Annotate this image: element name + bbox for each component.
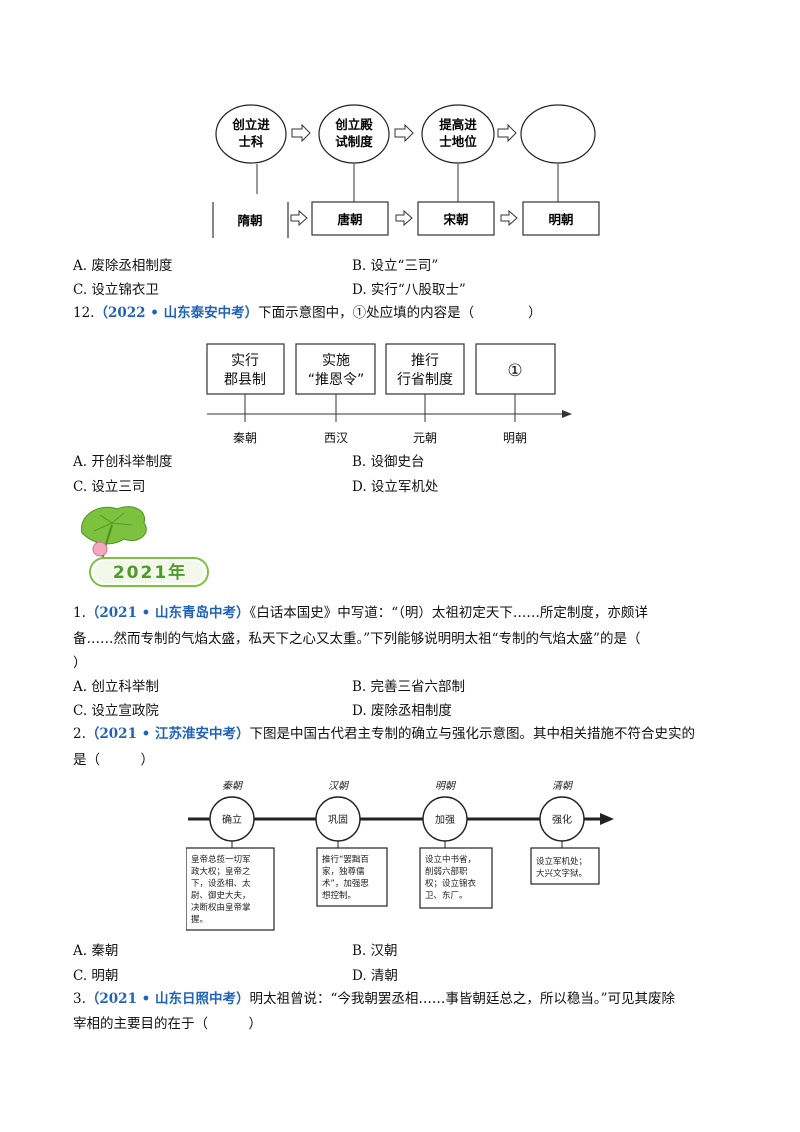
q2-option-c[interactable]: C. 明朝 [73,968,119,984]
svg-text:权；设立锦衣: 权；设立锦衣 [425,878,477,889]
q2-stage-4: 强化 [552,813,572,826]
q2-dynasty-qin: 秦朝 [222,780,244,792]
prev-option-d[interactable]: D. 实行“八股取士” [352,282,466,298]
ellipse-3-line2: 士地位 [439,134,477,149]
q1-line3: ） [73,655,87,671]
q3-line2: 宰相的主要目的在于（ ） [73,1016,262,1032]
q3-source: （2021 • 山东日照中考） [85,991,250,1007]
ellipse-2-line1: 创立殿 [334,117,373,132]
q1-option-b[interactable]: B. 完善三省六部制 [352,679,466,695]
svg-text:大兴文字狱。: 大兴文字狱。 [536,868,587,879]
q1-line2: 备……然而专制的气焰太盛，私天下之心又太重。”下列能够说明明太祖“专制的气焰太盛… [73,631,641,647]
q12-box1-line1: 实行 [231,353,259,369]
q2-number: 2. [73,726,86,742]
svg-text:推行“罢黜百: 推行“罢黜百 [322,854,369,865]
q2-option-b[interactable]: B. 汉朝 [352,943,398,959]
ellipse-3-line1: 提高进 [439,117,477,132]
q2-text-1: 下图是中国古代君主专制的确立与强化示意图。其中相关措施不符合史实的 [249,726,696,742]
q12-box4-marker: ① [507,361,522,381]
svg-text:削弱六部职: 削弱六部职 [425,866,468,877]
q1-line1: 1.（2021 • 山东青岛中考）《白话本国史》中写道：“（明）太祖初定天下……… [73,603,648,623]
svg-text:决断权由皇帝掌: 决断权由皇帝掌 [191,902,251,913]
q2-dynasty-ming: 明朝 [435,780,457,792]
q12-box2-line2: “推恩令” [308,372,365,388]
q12-box2-line1: 实施 [322,353,350,369]
lotus-leaf-icon [81,506,147,545]
q3-text-1: 明太祖曾说：“今我朝罢丞相……事皆朝廷总之，所以稳当。”可见其废除 [249,991,676,1007]
q1-option-c[interactable]: C. 设立宣政院 [73,703,159,719]
q2-line2: 是（ ） [73,752,154,768]
q2-option-a[interactable]: A. 秦朝 [73,943,119,959]
prev-option-a[interactable]: A. 废除丞相制度 [73,258,173,274]
q2-dynasty-qing: 清朝 [552,780,574,792]
q12-stem: 12.（2022 • 山东泰安中考）下面示意图中，①处应填的内容是（ ） [73,303,542,323]
keju-flow-diagram: 创立进 士科 创立殿 试制度 提高进 士地位 隋朝 唐朝 宋朝 明朝 [212,104,600,238]
q12-dynasty-ming: 明朝 [503,431,527,445]
svg-text:皇帝总揽一切军: 皇帝总揽一切军 [191,854,251,865]
prev-option-c[interactable]: C. 设立锦衣卫 [73,282,159,298]
year-banner: 2021年 [81,506,209,587]
q12-option-a[interactable]: A. 开创科举制度 [73,454,173,470]
svg-text:设立军机处；: 设立军机处； [536,856,587,867]
q2-line1: 2.（2021 • 江苏淮安中考）下图是中国古代君主专制的确立与强化示意图。其中… [73,724,695,744]
q2-stage-1: 确立 [222,813,242,826]
q12-option-b[interactable]: B. 设御史台 [352,454,425,470]
svg-text:想控制。: 想控制。 [322,890,356,901]
svg-text:尉、御史大夫，: 尉、御史大夫， [191,890,251,901]
box-ming: 明朝 [548,212,573,227]
q12-box1-line2: 郡县制 [224,372,266,388]
q3-line1: 3.（2021 • 山东日照中考）明太祖曾说：“今我朝罢丞相……事皆朝廷总之，所… [73,989,675,1009]
q1-option-d[interactable]: D. 废除丞相制度 [352,703,452,719]
ellipse-2-line2: 试制度 [335,134,373,149]
box-tang: 唐朝 [337,212,362,227]
q1-text-1: 《白话本国史》中写道：“（明）太祖初定天下……所定制度，亦颇详 [249,605,648,621]
box-song: 宋朝 [442,212,468,227]
q2-stage-3: 加强 [435,814,455,826]
q12-timeline-diagram: 实行 郡县制 实施 “推恩令” 推行 行省制度 ① 秦朝 西汉 元朝 明朝 [206,343,572,445]
ellipse-4 [520,104,596,164]
q2-stage-2: 巩固 [328,814,348,826]
prev-option-b[interactable]: B. 设立“三司” [352,258,439,274]
q12-option-c[interactable]: C. 设立三司 [73,479,146,495]
svg-text:政大权；皇帝之: 政大权；皇帝之 [191,866,251,877]
q2-option-d[interactable]: D. 清朝 [352,968,398,984]
ellipse-3 [421,104,495,164]
svg-text:设立中书省，: 设立中书省， [425,854,476,865]
q12-box3-line1: 推行 [411,353,439,369]
svg-text:卫、东厂。: 卫、东厂。 [425,890,468,901]
q3-number: 3. [73,991,86,1007]
q12-option-d[interactable]: D. 设立军机处 [352,479,439,495]
box-sui: 隋朝 [237,213,262,228]
q12-dynasty-qin: 秦朝 [233,431,257,445]
svg-text:下，设丞相、太: 下，设丞相、太 [191,878,251,889]
ellipse-2 [318,104,390,164]
ellipse-1 [215,104,287,164]
svg-text:握。: 握。 [191,914,208,925]
q12-box3-line2: 行省制度 [397,372,453,388]
ellipse-1-line1: 创立进 [231,117,270,132]
q12-source: （2022 • 山东泰安中考） [94,305,259,321]
q1-number: 1. [73,605,86,621]
q12-dynasty-yuan: 元朝 [413,431,437,445]
svg-text:家，独尊儒: 家，独尊儒 [322,866,365,877]
q1-option-a[interactable]: A. 创立科举制 [73,679,159,695]
q12-dynasty-xihan: 西汉 [324,431,348,445]
q1-source: （2021 • 山东青岛中考） [85,605,250,621]
q2-dynasty-han: 汉朝 [328,780,350,792]
svg-text:术”，加强思: 术”，加强思 [322,878,369,889]
q2-autocracy-diagram: 秦朝 汉朝 明朝 清朝 确立 巩固 加强 强化 皇帝总揽一切军 政大权；皇帝之 … [186,780,614,931]
year-banner-text: 2021年 [113,562,187,583]
q12-number: 12. [73,305,95,321]
lotus-flower-icon [92,541,108,557]
q2-source: （2021 • 江苏淮安中考） [85,726,250,742]
ellipse-1-line2: 士科 [238,134,264,149]
q12-text: 下面示意图中，①处应填的内容是（ ） [258,305,542,321]
